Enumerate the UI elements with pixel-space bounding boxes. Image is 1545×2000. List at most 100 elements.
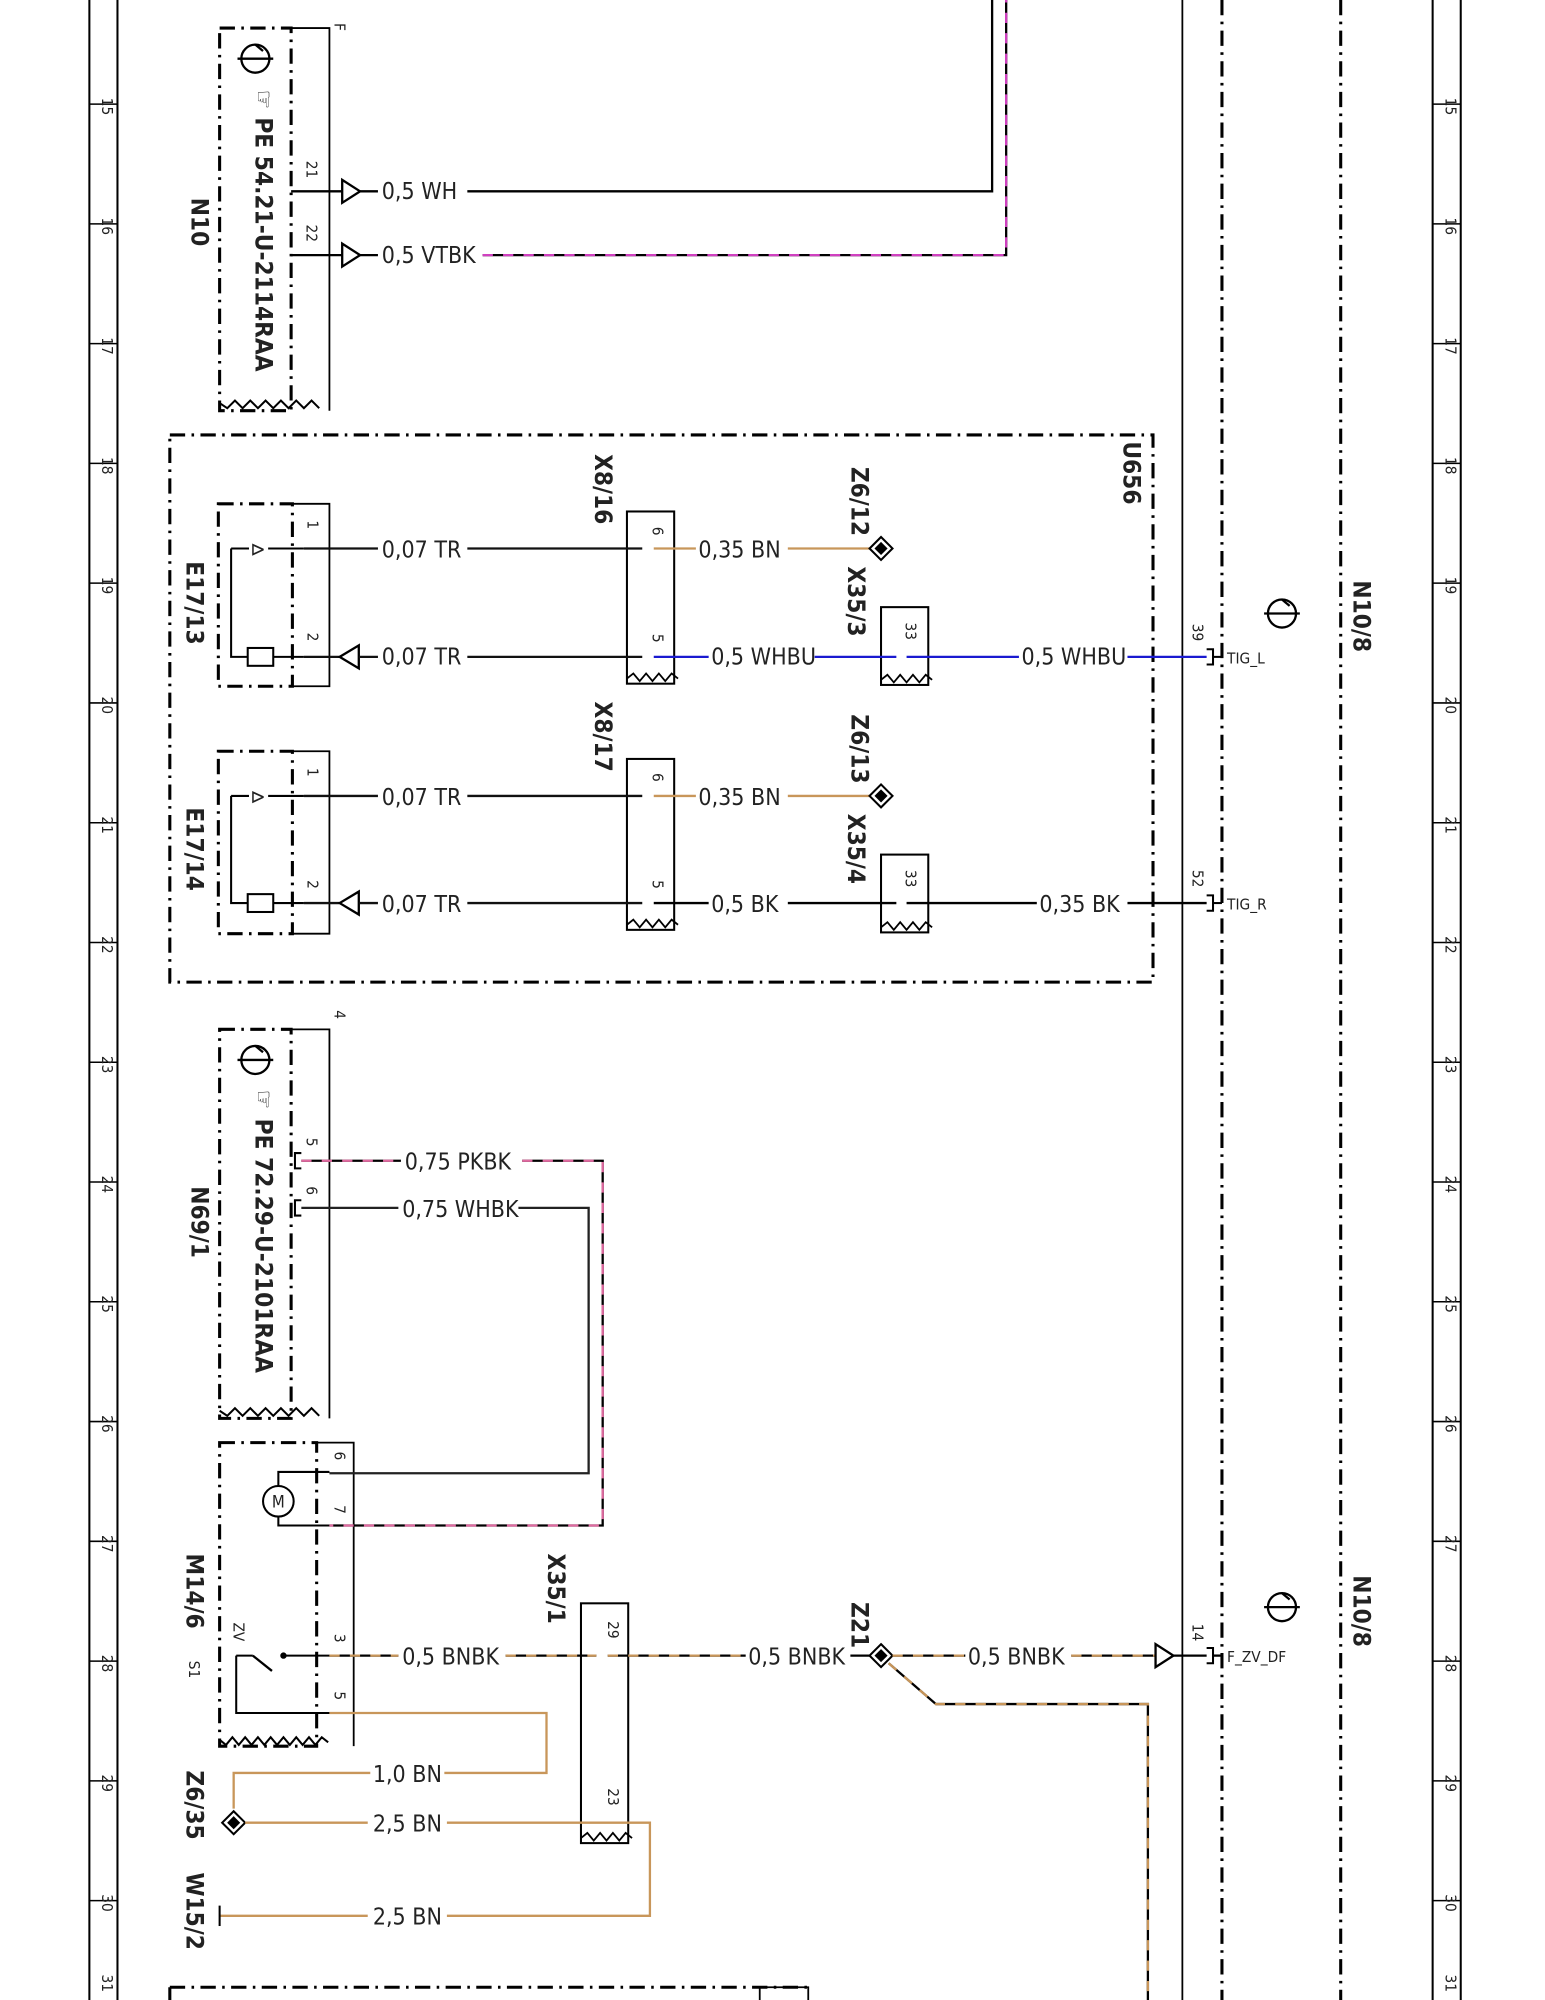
z6-13-label: Z6/13: [846, 714, 875, 783]
wire-label: 0,5 VTBK: [382, 243, 476, 269]
splice-z6-12-icon: [868, 535, 894, 562]
ruler-row-number: 25: [1441, 1295, 1459, 1313]
x35-1-connector: [579, 1602, 633, 1845]
signal-label: TIG_L: [1226, 649, 1265, 668]
pin-label: 22: [302, 224, 320, 242]
ruler-row-number: 17: [98, 337, 116, 355]
ruler-row-number: 25: [98, 1295, 116, 1313]
wire-label: 2,5 BN: [373, 1905, 442, 1931]
ground-symbol-icon: [1264, 1591, 1300, 1623]
pin-label: 7: [331, 1505, 349, 1514]
pin-label: 1: [304, 768, 322, 777]
splice-z6-35-icon: [220, 1809, 247, 1836]
ground-symbol-icon: [1264, 598, 1300, 629]
x35-1-label: X35/1: [542, 1554, 571, 1624]
right-ruler: [1431, 0, 1462, 2000]
ruler-row-number: 19: [1441, 577, 1459, 595]
x35-4-label: X35/4: [842, 814, 871, 884]
wire-label: 0,07 TR: [382, 537, 462, 563]
pin-label: 33: [901, 870, 919, 888]
wire-label: 2,5 BN: [373, 1812, 442, 1838]
n10-8-top-label: N10/8: [1347, 580, 1376, 652]
pin-label: 6: [302, 1186, 320, 1195]
n10-8-pins: [1206, 648, 1222, 912]
wire-label: 0,75 PKBK: [405, 1150, 512, 1176]
motor-icon: M: [272, 1493, 285, 1512]
pin-label: 1: [304, 520, 322, 529]
pin-label: 5: [648, 634, 666, 643]
ruler-row-number: 27: [98, 1535, 116, 1553]
pin-label: 2: [304, 633, 322, 642]
wire-n69-1-pin5: [301, 1159, 604, 1527]
pin-label: 21: [302, 161, 320, 179]
wire-label: 0,75 WHBK: [402, 1197, 519, 1223]
wire-z21-branch: [887, 1662, 1150, 2000]
x35-4-connector: [880, 853, 933, 934]
x35-3-label: X35/3: [842, 566, 871, 636]
wire-z6-35: [245, 1821, 652, 1917]
pin-label: 2: [304, 880, 322, 889]
wire-label: 0,5 WH: [382, 179, 457, 205]
ground-symbol-icon: [237, 43, 274, 74]
pin-label: 52: [1189, 870, 1207, 888]
signal-label: F_ZV_DF: [1227, 1648, 1286, 1667]
ruler-row-number: 28: [1441, 1655, 1459, 1673]
wire-label: 0,5 WHBU: [1021, 645, 1126, 671]
wire-n10-21: [291, 0, 994, 205]
pin-label: 39: [1189, 624, 1207, 642]
ruler-row-number: 27: [1441, 1535, 1459, 1553]
x8-17-connector: [625, 757, 679, 931]
wire-label: 0,35 BN: [698, 785, 780, 811]
x8-17-label: X8/17: [589, 702, 618, 772]
ruler-row-number: 24: [98, 1176, 116, 1194]
wire-e17-13-pin2: [303, 643, 643, 671]
ruler-row-number: 22: [1441, 936, 1459, 954]
ruler-row-number: 19: [98, 577, 116, 595]
ruler-row-number: 23: [1441, 1056, 1459, 1074]
n10-extra-label: F: [331, 23, 349, 31]
ruler-row-number: 21: [98, 816, 116, 834]
z6-12-label: Z6/12: [846, 467, 875, 536]
n69-1-label: N69/1: [186, 1186, 215, 1258]
wire-label: 0,35 BK: [1039, 892, 1120, 918]
z21-label: Z21: [846, 1602, 875, 1648]
ruler-row-number: 31: [1441, 1974, 1459, 1992]
wire-label: 0,5 BNBK: [968, 1645, 1065, 1671]
wire-z21-n10-8: [892, 1642, 1222, 1670]
wire-label: 0,07 TR: [382, 785, 462, 811]
ruler-row-number: 15: [98, 98, 116, 116]
ruler-row-number: 31: [98, 1974, 116, 1992]
wire-label: 0,5 BNBK: [402, 1645, 499, 1671]
ruler-ticks: [89, 103, 1461, 1902]
ruler-row-number: 20: [98, 697, 116, 715]
x8-16-connector: [625, 510, 679, 685]
wire-m14-6-pin5: [232, 1711, 548, 1809]
n10-label: N10: [186, 198, 215, 247]
ruler-row-number: 22: [98, 936, 116, 954]
wire-n10-22: [291, 0, 1008, 269]
ruler-row-number: 30: [98, 1894, 116, 1912]
ruler-row-number: 23: [98, 1056, 116, 1074]
pin-label: 5: [331, 1691, 349, 1700]
pin-label: 6: [648, 773, 666, 782]
led-icon: ⊳: [250, 785, 265, 809]
wire-label: 0,5 BK: [711, 892, 779, 918]
pin-label: 6: [331, 1452, 349, 1461]
ruler-row-number: 15: [1441, 98, 1459, 116]
wire-label: 1,0 BN: [373, 1762, 442, 1788]
hand-symbol-icon: ☞: [249, 1090, 278, 1110]
pin-label: 5: [648, 880, 666, 889]
switch-zv-label: ZV: [230, 1622, 248, 1641]
n10-ref: PE 54.21-U-2114RAA: [249, 117, 278, 371]
ruler-row-number: 18: [98, 457, 116, 475]
n10-8-bottom-label: N10/8: [1347, 1575, 1376, 1647]
pin-label: 5: [302, 1138, 320, 1147]
n69-1-ref: PE 72.29-U-2101RAA: [249, 1119, 278, 1373]
ruler-row-number: 21: [1441, 816, 1459, 834]
u656-label: U656: [1118, 441, 1147, 504]
n10-8-boundary: [1181, 0, 1343, 2000]
signal-label: TIG_R: [1226, 895, 1267, 914]
e17-14-lamp: ⊳: [216, 749, 331, 936]
